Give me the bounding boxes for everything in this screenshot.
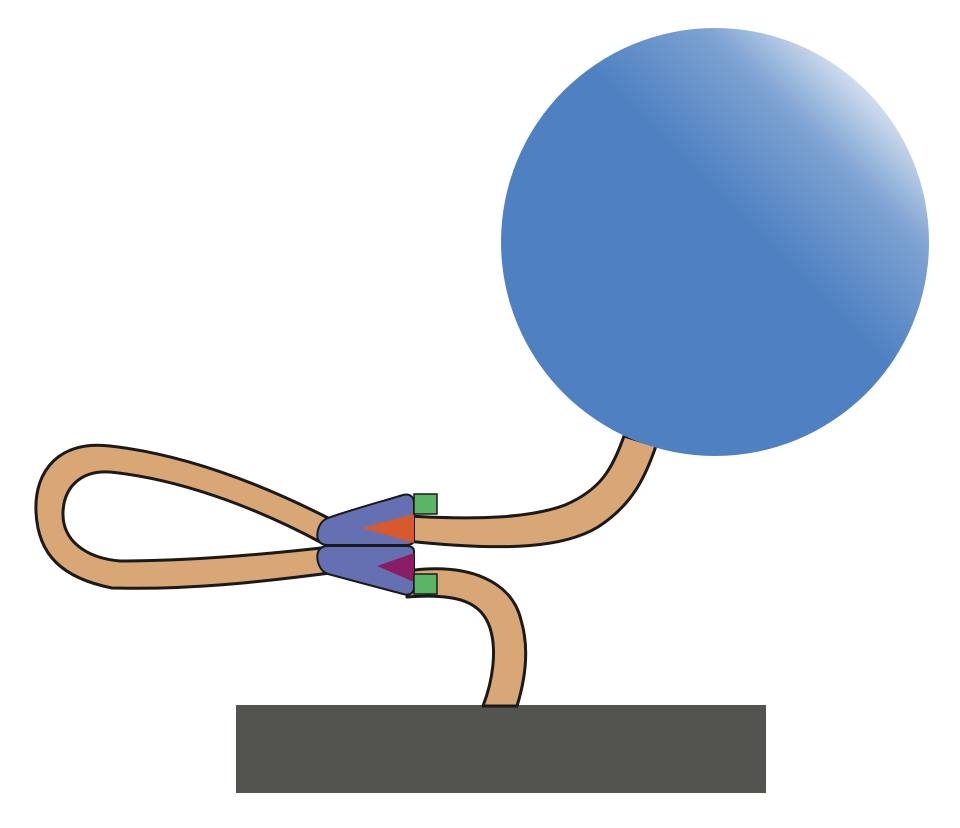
marker-lower-triangle bbox=[377, 553, 414, 582]
clamp-lower bbox=[316, 545, 415, 596]
tether-lower-strand bbox=[405, 567, 528, 708]
tether-loop bbox=[34, 443, 336, 590]
sphere bbox=[501, 28, 929, 456]
tab-upper bbox=[413, 493, 438, 515]
tab-lower bbox=[413, 573, 438, 595]
marker-upper-triangle bbox=[362, 514, 414, 543]
tether-upper-strand bbox=[405, 434, 658, 549]
base-block bbox=[236, 705, 766, 793]
